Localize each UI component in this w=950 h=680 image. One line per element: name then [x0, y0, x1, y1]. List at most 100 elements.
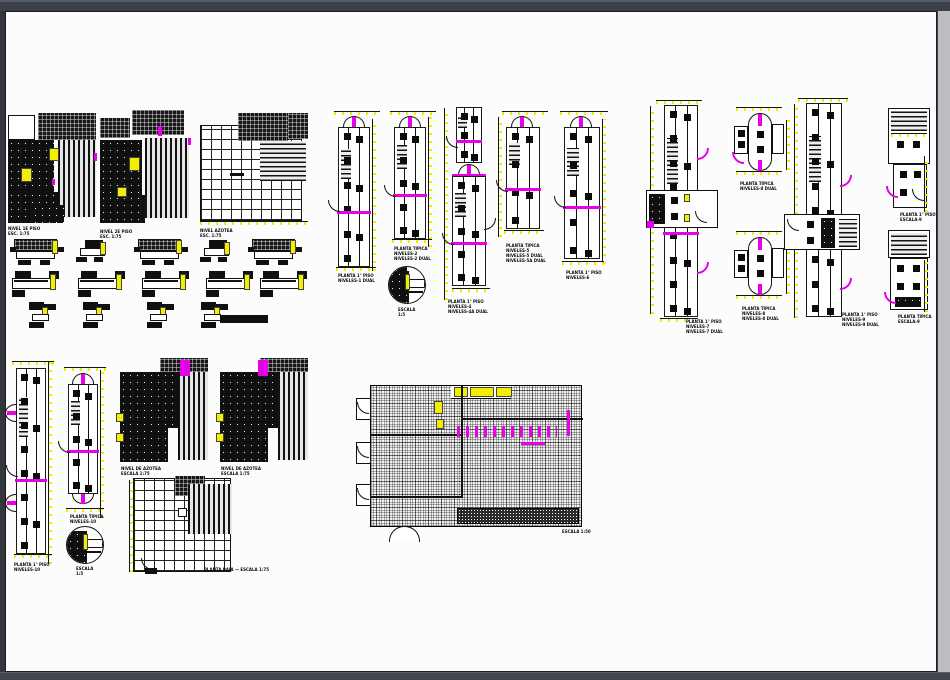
- construction-detail: [142, 271, 190, 298]
- highlight: [176, 240, 183, 255]
- blowup-detail-circle: [66, 526, 104, 564]
- column-block: [458, 182, 465, 189]
- column-block: [85, 393, 92, 400]
- fixture-highlight: [470, 387, 494, 397]
- column-block: [670, 184, 677, 191]
- column-block: [570, 133, 577, 140]
- column-block: [812, 281, 819, 288]
- stair-core-r2: [784, 214, 860, 250]
- column-block: [670, 232, 677, 239]
- window-right-edge: [938, 11, 950, 672]
- highlight: [49, 148, 59, 161]
- column-block: [73, 413, 80, 420]
- highlight: [244, 273, 251, 290]
- stair-plan-r3: [888, 108, 930, 164]
- column-block: [670, 135, 677, 142]
- column-block: [684, 260, 691, 267]
- column-block: [512, 217, 519, 224]
- column-block: [585, 193, 592, 200]
- plan-label: PLANTA TIPICA NIVELES-5 NIVELES-5 DUAL N…: [506, 243, 546, 263]
- plan-label: PLANTA TIPICA NIVELES-8 DUAL: [740, 181, 777, 191]
- highlight: [99, 241, 106, 255]
- highlight: [223, 241, 230, 255]
- level-marker: [393, 194, 427, 197]
- plan-label: NIVEL 1E PISO ESC. 1:75: [8, 226, 41, 236]
- title-strip: [220, 315, 268, 323]
- stair-hatch: [18, 396, 29, 438]
- column-block: [670, 111, 677, 118]
- plan-label: PLANTA TIPICA NIVELES-8 NIVELES-8 DUAL: [742, 306, 779, 321]
- side-wing: [772, 248, 784, 278]
- column-block: [812, 183, 819, 190]
- plan-label: NIVEL DE AZOTEA ESCALA 1:75: [221, 466, 262, 476]
- column-block: [21, 518, 28, 525]
- column-block: [344, 157, 351, 164]
- column-block: [400, 133, 407, 140]
- column-block: [412, 183, 419, 190]
- column-block: [570, 247, 577, 254]
- stair-plan-r4-lower: [890, 258, 928, 310]
- column-block: [585, 136, 592, 143]
- column-block: [21, 398, 28, 405]
- tower-plan-m4: [496, 127, 541, 229]
- tower-plan-m3-upper: [446, 107, 483, 163]
- fixture-highlight: [436, 419, 444, 429]
- plan-label: NIVEL DE AZOTEA ESCALA 1:75: [121, 466, 162, 476]
- ground-plan-bl: [133, 476, 233, 574]
- column-block: [472, 231, 479, 238]
- core-plan-rc-bottom: [748, 237, 772, 296]
- highlight: [180, 360, 190, 376]
- roof-plan: [200, 113, 308, 225]
- construction-detail: [206, 271, 254, 298]
- plan-label: PLANTA TIPICA NIVELES-2 NIVELES-2 DUAL: [394, 246, 431, 261]
- highlight: [116, 273, 123, 290]
- construction-detail: [140, 302, 180, 330]
- level-marker: [663, 232, 699, 235]
- tower-plan-m1: [328, 127, 371, 267]
- column-block: [461, 113, 468, 120]
- column-block: [412, 230, 419, 237]
- column-block: [73, 482, 80, 489]
- floor-plan-level2: [100, 110, 192, 225]
- column-block: [472, 277, 479, 284]
- plan-label: PLANTA 1° PISO NIVELES-9 NIVELES-9 DUAL: [842, 312, 879, 327]
- column-block: [458, 251, 465, 258]
- level-marker: [15, 479, 47, 483]
- column-block: [356, 185, 363, 192]
- column-block: [670, 257, 677, 264]
- double-door: [389, 526, 405, 542]
- window-bottom-bar: [0, 672, 950, 680]
- column-block: [812, 256, 819, 263]
- window-left-edge: [0, 11, 5, 672]
- column-block: [85, 439, 92, 446]
- column-block: [356, 136, 363, 143]
- column-block: [21, 446, 28, 453]
- column-block: [827, 259, 834, 266]
- level-marker: [562, 206, 602, 209]
- plan-label: PLANTA 1° PISO NIVELES-4 NIVELES-4A DUAL: [448, 299, 488, 314]
- large-floor-plan: [356, 385, 583, 542]
- construction-detail: [72, 240, 114, 266]
- column-block: [356, 234, 363, 241]
- column-block: [570, 190, 577, 197]
- stair-hatch: [458, 116, 467, 128]
- highlight: [117, 187, 127, 197]
- construction-detail: [22, 302, 62, 330]
- column-block: [344, 182, 351, 189]
- plan-label: PLANTA TIPICA ESCALA-9: [898, 314, 932, 324]
- fixture-highlight: [434, 401, 443, 414]
- column-block: [570, 219, 577, 226]
- detail-label: ESCALA 1:5: [76, 566, 94, 576]
- column-block: [400, 157, 407, 164]
- plan-label: PLANTA 1° PISO ESCALA-9: [900, 212, 936, 222]
- core-plan-rc-top: [748, 113, 772, 172]
- construction-detail: [134, 239, 188, 266]
- construction-detail: [12, 271, 60, 298]
- column-block: [344, 231, 351, 238]
- fixture-highlight: [496, 387, 512, 397]
- tower-plan-m5: [554, 127, 602, 259]
- beam-hatch: [137, 239, 181, 252]
- kitchen-wing: [734, 126, 748, 154]
- highlight: [21, 168, 32, 182]
